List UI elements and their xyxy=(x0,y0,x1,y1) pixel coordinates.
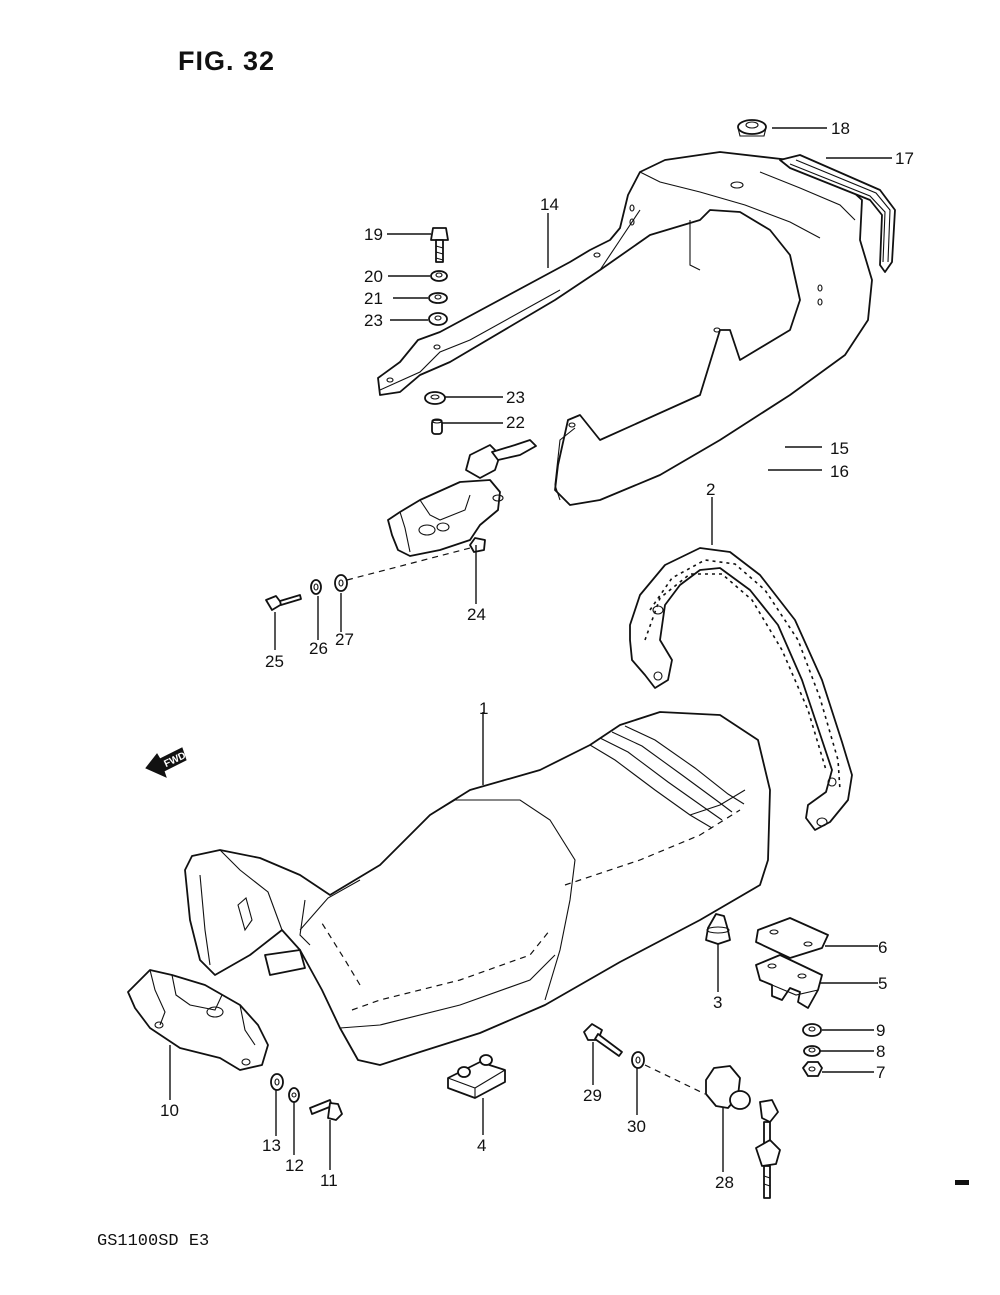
washer-part-21 xyxy=(428,292,448,304)
part-label-6: 6 xyxy=(878,938,887,957)
washer-part-8 xyxy=(803,1045,821,1057)
washer-part-26 xyxy=(310,579,322,595)
bolt-part-11 xyxy=(309,1099,343,1121)
washer-part-12 xyxy=(288,1087,300,1103)
seat-strap-part xyxy=(629,547,853,831)
bolt-part-25 xyxy=(265,594,302,611)
washer-part-23a xyxy=(428,312,448,326)
washer-part-30 xyxy=(631,1051,645,1069)
part-label-11: 11 xyxy=(320,1171,338,1190)
part-label-18: 18 xyxy=(831,119,850,138)
leader-lines xyxy=(169,127,892,1172)
part-label-9: 9 xyxy=(876,1021,885,1040)
part-label-12: 12 xyxy=(285,1156,304,1175)
bracket-part-5 xyxy=(755,954,823,1009)
page-edge-mark xyxy=(955,1180,969,1185)
part-label-16: 16 xyxy=(830,462,849,481)
part-label-29: 29 xyxy=(583,1086,602,1105)
front-bracket-part xyxy=(127,969,269,1071)
lock-cylinder-part xyxy=(705,1065,781,1199)
washer-part-13 xyxy=(270,1073,284,1091)
part-label-25: 25 xyxy=(265,652,284,671)
part-label-26: 26 xyxy=(309,639,328,658)
part-label-4: 4 xyxy=(477,1136,486,1155)
part-label-1: 1 xyxy=(479,699,488,718)
part-label-2: 2 xyxy=(706,480,715,499)
nut-part-7 xyxy=(802,1061,823,1077)
fwd-direction-arrow: FWD xyxy=(145,747,188,778)
part-label-23a: 23 xyxy=(364,311,383,330)
part-label-8: 8 xyxy=(876,1042,885,1061)
fwd-label: FWD xyxy=(162,750,187,770)
part-label-7: 7 xyxy=(876,1063,885,1082)
part-label-27: 27 xyxy=(335,630,354,649)
part-label-19: 19 xyxy=(364,225,383,244)
tail-cover-part xyxy=(377,151,873,506)
cushion-part xyxy=(705,913,731,945)
emblem-stripe-part xyxy=(779,154,896,273)
collar-part-22 xyxy=(431,418,443,435)
seat-part xyxy=(184,711,771,1066)
bolt-part-19 xyxy=(430,227,449,263)
part-label-30: 30 xyxy=(627,1117,646,1136)
plate-part-6 xyxy=(755,917,829,959)
part-label-28: 28 xyxy=(715,1173,734,1192)
model-code: GS1100SD E3 xyxy=(97,1232,210,1251)
seat-lock-part xyxy=(387,439,537,557)
part-label-21: 21 xyxy=(364,289,383,308)
washer-part-27 xyxy=(334,574,348,592)
washer-part-23b xyxy=(424,391,446,405)
part-number-labels: 1 2 3 4 5 6 7 8 9 10 11 12 13 14 15 16 1… xyxy=(160,119,914,1192)
grommet-part xyxy=(737,119,767,137)
part-label-14: 14 xyxy=(540,195,559,214)
part-label-24: 24 xyxy=(467,605,486,624)
part-label-3: 3 xyxy=(713,993,722,1012)
part-label-15: 15 xyxy=(830,439,849,458)
bolt-part-29 xyxy=(583,1023,623,1057)
washer-part-20 xyxy=(430,270,448,282)
part-label-23b: 23 xyxy=(506,388,525,407)
figure-title: FIG. 32 xyxy=(178,46,276,76)
part-label-22: 22 xyxy=(506,413,525,432)
part-label-17: 17 xyxy=(895,149,914,168)
part-label-13: 13 xyxy=(262,1136,281,1155)
part-label-20: 20 xyxy=(364,267,383,286)
rubber-block-part xyxy=(447,1054,506,1099)
part-label-5: 5 xyxy=(878,974,887,993)
washer-part-9 xyxy=(802,1023,822,1037)
part-label-10: 10 xyxy=(160,1101,179,1120)
